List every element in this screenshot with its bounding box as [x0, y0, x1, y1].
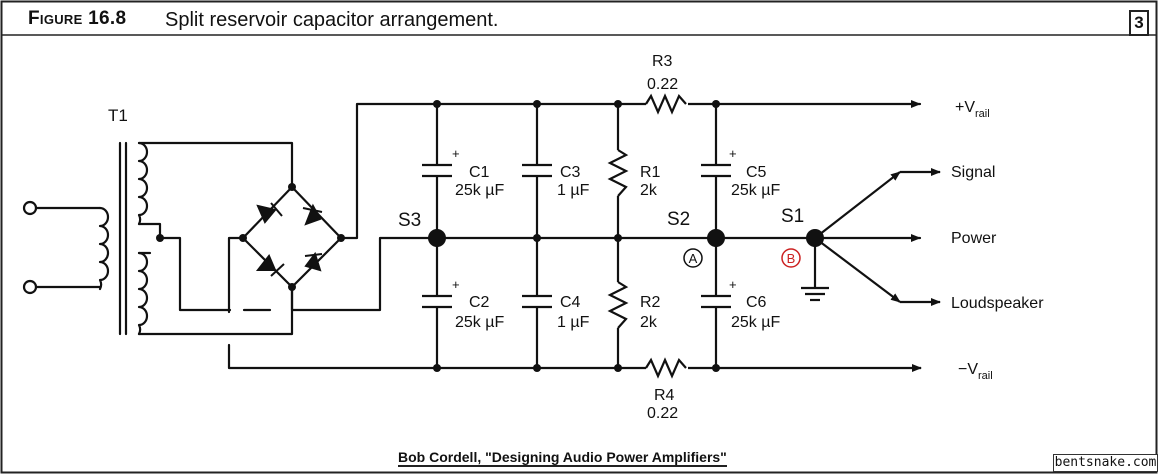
c1-name: C1: [469, 164, 490, 181]
vrail-neg-sub: rail: [978, 370, 993, 382]
star-point-s1: [806, 229, 824, 247]
transformer-core: [118, 141, 128, 336]
capacitor-c4: [520, 294, 554, 309]
junction-dots: [156, 100, 824, 372]
label-t1: T1: [108, 106, 128, 125]
c5-plus: +: [729, 146, 737, 161]
resistor-r1: [607, 149, 629, 197]
diode-2: [302, 203, 323, 226]
marker-b-label: B: [787, 251, 796, 266]
ac-input: [22, 200, 110, 295]
c2-name: C2: [469, 294, 490, 311]
diodes: [255, 202, 323, 277]
r3-name: R3: [652, 53, 673, 70]
site-watermark: bentsnake.com: [1053, 454, 1158, 472]
c3-name: C3: [560, 164, 581, 181]
capacitor-c3: [520, 163, 554, 178]
star-point-s2: [707, 229, 725, 247]
r2-value: 2k: [640, 314, 658, 331]
diode-3: [255, 254, 285, 277]
c1-value: 25k µF: [455, 182, 504, 199]
resistor-r4: [645, 357, 688, 379]
label-vrail-pos: +Vrail: [955, 99, 990, 120]
resistor-r2: [607, 281, 629, 329]
c4-value: 1 µF: [557, 314, 590, 331]
c6-name: C6: [746, 294, 767, 311]
source-credit: Bob Cordell, "Designing Audio Power Ampl…: [398, 449, 727, 467]
marker-b: B: [781, 248, 801, 268]
c6-plus: +: [729, 277, 737, 292]
figure-caption: Split reservoir capacitor arrangement.: [165, 9, 499, 31]
diode-1: [256, 202, 283, 224]
capacitors: [420, 163, 733, 309]
c6-value: 25k µF: [731, 314, 780, 331]
figure-number: Figure 16.8: [28, 8, 127, 29]
label-power: Power: [951, 230, 997, 247]
page-corner-number: 3: [1129, 10, 1149, 36]
secondary-windings: [137, 141, 294, 336]
label-s3: S3: [398, 210, 421, 231]
c4-name: C4: [560, 294, 581, 311]
star-point-s3: [428, 229, 446, 247]
r4-name: R4: [654, 387, 675, 404]
vrail-neg-prefix: −V: [958, 361, 978, 378]
c5-value: 25k µF: [731, 182, 780, 199]
label-s1: S1: [781, 206, 804, 227]
c1-plus: +: [452, 146, 460, 161]
capacitor-c1: [420, 163, 454, 178]
label-vrail-neg: −Vrail: [958, 361, 993, 382]
label-s2: S2: [667, 209, 690, 230]
resistor-r3: [645, 93, 688, 115]
marker-a: A: [683, 248, 703, 268]
r1-name: R1: [640, 164, 661, 181]
marker-a-label: A: [689, 251, 698, 266]
c3-value: 1 µF: [557, 182, 590, 199]
capacitor-c6: [699, 294, 733, 309]
capacitor-c5: [699, 163, 733, 178]
capacitor-c2: [420, 294, 454, 309]
vrail-pos-sub: rail: [975, 108, 990, 120]
r4-value: 0.22: [647, 405, 678, 422]
r3-value: 0.22: [647, 76, 678, 93]
r2-name: R2: [640, 294, 661, 311]
c5-name: C5: [746, 164, 767, 181]
label-loudspeaker: Loudspeaker: [951, 295, 1044, 312]
bridge-rectifier: [227, 100, 922, 370]
resistors: [607, 93, 688, 379]
c2-value: 25k µF: [455, 314, 504, 331]
diode-4: [304, 251, 323, 272]
c2-plus: +: [452, 277, 460, 292]
label-signal: Signal: [951, 164, 995, 181]
vrail-pos-prefix: +V: [955, 99, 975, 116]
r1-value: 2k: [640, 182, 658, 199]
